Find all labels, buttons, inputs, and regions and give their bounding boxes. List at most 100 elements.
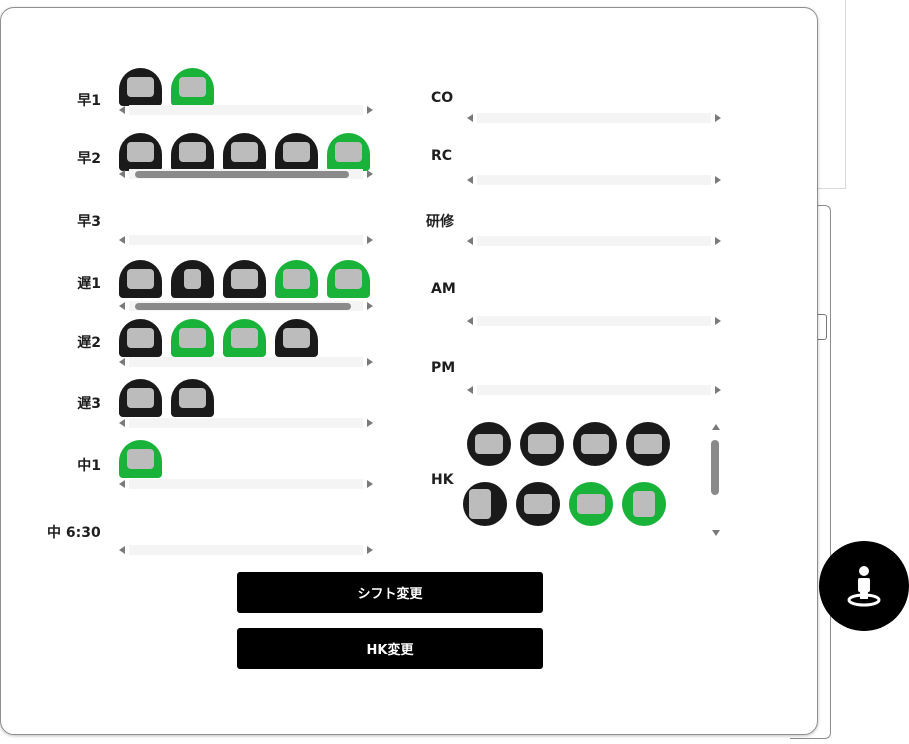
scroll-up-arrow-icon[interactable] — [712, 424, 720, 430]
row-label-mid630: 中 6:30 — [47, 525, 101, 541]
staff-chip[interactable] — [520, 422, 564, 466]
staff-chip[interactable] — [626, 422, 670, 466]
scroll-thumb[interactable] — [711, 440, 719, 495]
scroll-left-arrow-icon[interactable] — [119, 358, 125, 366]
staff-chip[interactable] — [171, 379, 214, 417]
scroll-left-arrow-icon[interactable] — [119, 236, 125, 244]
scroll-right-arrow-icon[interactable] — [367, 419, 373, 427]
scroll-right-arrow-icon[interactable] — [367, 302, 373, 310]
floating-action-button[interactable] — [819, 541, 909, 631]
scroll-right-arrow-icon[interactable] — [367, 236, 373, 244]
scroll-left-arrow-icon[interactable] — [467, 237, 473, 245]
staff-chip[interactable] — [516, 482, 560, 526]
staff-avatar — [127, 449, 154, 469]
staff-avatar — [335, 142, 362, 162]
background-tab[interactable] — [818, 314, 827, 340]
staff-avatar — [633, 491, 655, 517]
scroll-track — [129, 479, 363, 489]
chip-list-early1 — [119, 68, 214, 106]
staff-chip[interactable] — [275, 133, 318, 171]
staff-chip[interactable] — [327, 260, 370, 298]
staff-chip[interactable] — [463, 482, 507, 526]
row-label-training: 研修 — [426, 214, 454, 230]
scroll-right-arrow-icon[interactable] — [367, 546, 373, 554]
scroll-right-arrow-icon[interactable] — [367, 106, 373, 114]
scroll-track — [477, 316, 711, 326]
scroll-right-arrow-icon[interactable] — [715, 114, 721, 122]
staff-chip[interactable] — [223, 133, 266, 171]
staff-chip[interactable] — [275, 319, 318, 357]
scroll-left-arrow-icon[interactable] — [119, 302, 125, 310]
staff-chip[interactable] — [171, 260, 214, 298]
h-scrollbar[interactable] — [119, 356, 373, 368]
staff-avatar — [231, 269, 258, 289]
row-label-co: CO — [431, 90, 454, 106]
chip-list-mid1 — [119, 440, 162, 478]
scroll-right-arrow-icon[interactable] — [715, 317, 721, 325]
h-scrollbar[interactable] — [119, 478, 373, 490]
staff-chip[interactable] — [171, 68, 214, 106]
staff-chip[interactable] — [171, 133, 214, 171]
row-label-early2: 早2 — [77, 151, 101, 167]
h-scrollbar[interactable] — [467, 315, 721, 327]
scroll-thumb[interactable] — [135, 171, 349, 178]
scroll-right-arrow-icon[interactable] — [715, 176, 721, 184]
staff-chip[interactable] — [622, 482, 666, 526]
staff-chip[interactable] — [569, 482, 613, 526]
staff-chip[interactable] — [119, 379, 162, 417]
scroll-left-arrow-icon[interactable] — [467, 114, 473, 122]
staff-chip[interactable] — [119, 440, 162, 478]
v-scrollbar-hk[interactable] — [709, 424, 723, 536]
scroll-right-arrow-icon[interactable] — [367, 480, 373, 488]
scroll-left-arrow-icon[interactable] — [119, 170, 125, 178]
h-scrollbar[interactable] — [467, 384, 721, 396]
scroll-left-arrow-icon[interactable] — [467, 317, 473, 325]
staff-avatar — [581, 434, 609, 454]
h-scrollbar[interactable] — [119, 234, 373, 246]
scroll-right-arrow-icon[interactable] — [715, 386, 721, 394]
staff-avatar — [524, 494, 552, 514]
staff-chip[interactable] — [119, 319, 162, 357]
h-scrollbar[interactable] — [467, 235, 721, 247]
staff-chip[interactable] — [119, 133, 162, 171]
staff-avatar — [179, 328, 206, 348]
staff-avatar — [231, 142, 258, 162]
staff-chip[interactable] — [171, 319, 214, 357]
h-scrollbar[interactable] — [119, 417, 373, 429]
staff-avatar — [127, 328, 154, 348]
hk-change-button[interactable]: HK変更 — [237, 628, 543, 669]
scroll-left-arrow-icon[interactable] — [119, 106, 125, 114]
h-scrollbar[interactable] — [119, 544, 373, 556]
shift-change-button[interactable]: シフト変更 — [237, 572, 543, 613]
scroll-left-arrow-icon[interactable] — [467, 386, 473, 394]
staff-chip[interactable] — [119, 68, 162, 106]
staff-chip[interactable] — [467, 422, 511, 466]
scroll-down-arrow-icon[interactable] — [712, 530, 720, 536]
h-scrollbar[interactable] — [119, 104, 373, 116]
h-scrollbar[interactable] — [467, 112, 721, 124]
h-scrollbar[interactable] — [119, 168, 373, 180]
shift-assignment-modal: 早1 早2 早3 遅1 — [0, 7, 818, 735]
scroll-left-arrow-icon[interactable] — [119, 546, 125, 554]
scroll-right-arrow-icon[interactable] — [367, 170, 373, 178]
h-scrollbar[interactable] — [119, 300, 373, 312]
staff-chip[interactable] — [327, 133, 370, 171]
scroll-right-arrow-icon[interactable] — [715, 237, 721, 245]
staff-avatar — [127, 77, 154, 97]
scroll-track — [129, 105, 363, 115]
staff-chip[interactable] — [119, 260, 162, 298]
scroll-left-arrow-icon[interactable] — [467, 176, 473, 184]
h-scrollbar[interactable] — [467, 174, 721, 186]
staff-chip[interactable] — [223, 319, 266, 357]
staff-chip[interactable] — [573, 422, 617, 466]
staff-avatar — [577, 494, 605, 514]
row-label-hk: HK — [431, 472, 454, 488]
staff-chip[interactable] — [223, 260, 266, 298]
scroll-right-arrow-icon[interactable] — [367, 358, 373, 366]
scroll-thumb[interactable] — [135, 303, 351, 310]
staff-chip[interactable] — [275, 260, 318, 298]
scroll-left-arrow-icon[interactable] — [119, 480, 125, 488]
scroll-track — [129, 545, 363, 555]
scroll-left-arrow-icon[interactable] — [119, 419, 125, 427]
staff-avatar — [127, 388, 154, 408]
